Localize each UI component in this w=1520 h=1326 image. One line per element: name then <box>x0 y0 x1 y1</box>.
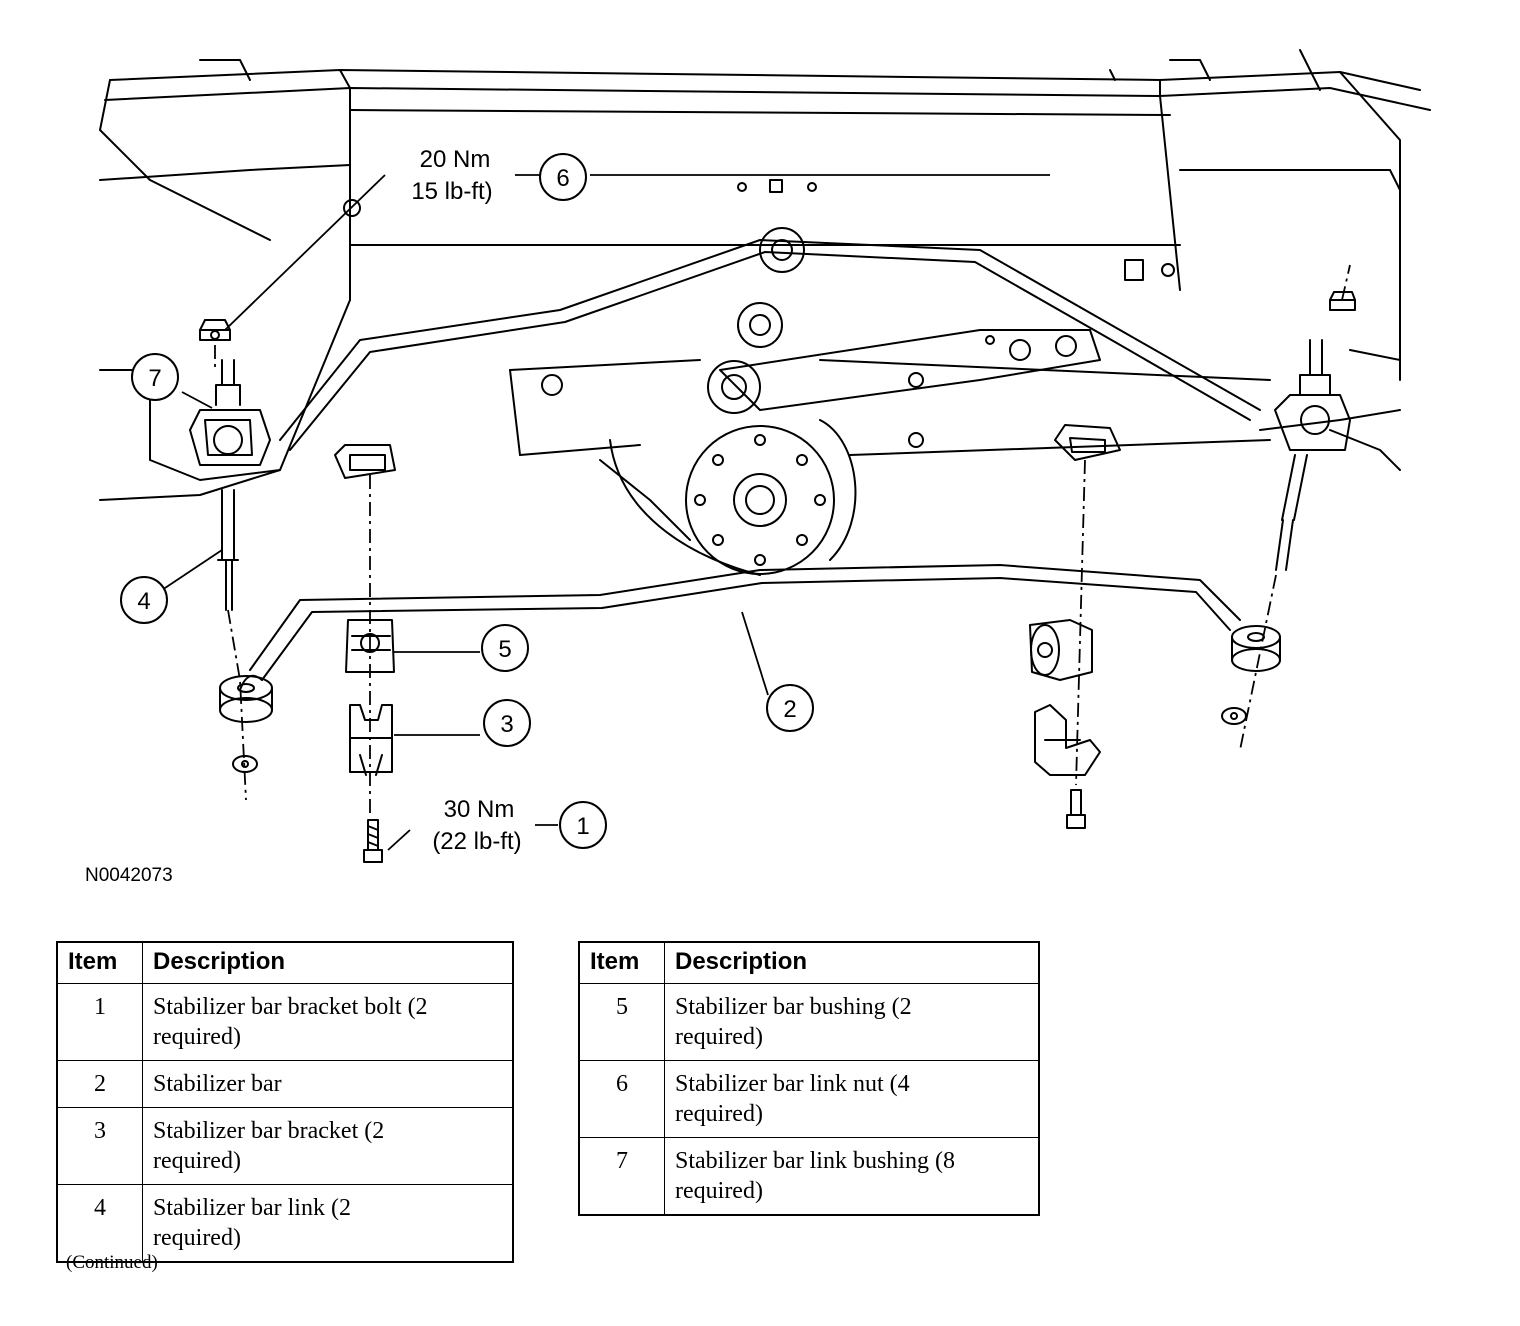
item-number: 5 <box>578 983 665 1061</box>
link-mount-right <box>1274 339 1351 451</box>
item-number: 1 <box>56 983 143 1061</box>
item-number: 3 <box>56 1107 143 1185</box>
callout-2: 2 <box>783 696 796 723</box>
header-description: Description <box>664 941 1040 984</box>
link-nut-right <box>1329 291 1356 311</box>
legend-row: 7 Stabilizer bar link bushing (8 required… <box>578 1137 1040 1216</box>
description-line: required) <box>153 1024 241 1050</box>
legend-table-left: Item Description 1 Stabilizer bar bracke… <box>56 941 514 1263</box>
callout-5-circle <box>481 624 529 672</box>
stabilizer-link-right <box>1275 454 1308 571</box>
stabilizer-bar-exploded-diagram: 1 2 3 4 5 6 7 20 Nm 15 lb-ft) 30 Nm (22 … <box>85 49 1431 886</box>
frame-crossmember <box>99 49 1431 381</box>
callout-6: 6 <box>556 165 569 192</box>
torque-lower-nm: 30 Nm <box>444 796 515 823</box>
callout-1: 1 <box>576 813 589 840</box>
legend-row: 6 Stabilizer bar link nut (4 required) <box>578 1060 1040 1138</box>
description-line: required) <box>153 1148 241 1174</box>
bracket-bolt-left <box>363 819 383 863</box>
callout-7: 7 <box>148 365 161 392</box>
header-item: Item <box>578 941 665 984</box>
description-line: Stabilizer bar link nut (4 <box>675 1071 910 1097</box>
bracket-bolt-right <box>1066 789 1086 829</box>
stabilizer-link-left <box>217 489 239 611</box>
continued-note: (Continued) <box>66 1252 158 1273</box>
torque-lower-lbft: (22 lb-ft) <box>432 828 521 855</box>
callout-7-circle <box>131 353 179 401</box>
link-nut-left <box>199 319 231 341</box>
description-line: Stabilizer bar bracket (2 <box>153 1118 385 1144</box>
bar-end-bushing-right <box>1221 625 1281 725</box>
header-item: Item <box>56 941 143 984</box>
torque-upper-nm: 20 Nm <box>420 146 491 173</box>
bar-bracket-right <box>1034 704 1101 776</box>
legend-row: 5 Stabilizer bar bushing (2 required) <box>578 983 1040 1061</box>
brake-lines-and-arm <box>279 227 1261 451</box>
item-description: Stabilizer bar link nut (4 required) <box>664 1060 1040 1138</box>
link-mount-left <box>189 359 271 466</box>
description-line: Stabilizer bar bushing (2 <box>675 994 912 1020</box>
description-line: required) <box>675 1101 763 1127</box>
rear-axle-housing <box>509 359 1271 576</box>
item-number: 7 <box>578 1137 665 1216</box>
item-number: 4 <box>56 1184 143 1263</box>
item-number: 2 <box>56 1060 143 1108</box>
legend-row: 1 Stabilizer bar bracket bolt (2 required… <box>56 983 514 1061</box>
description-line: required) <box>675 1024 763 1050</box>
item-description: Stabilizer bar bracket bolt (2 required) <box>142 983 514 1061</box>
callout-1-circle <box>559 801 607 849</box>
item-description: Stabilizer bar bushing (2 required) <box>664 983 1040 1061</box>
bar-bushing-right <box>1029 619 1093 681</box>
description-line: required) <box>153 1225 241 1251</box>
description-line: required) <box>675 1178 763 1204</box>
legend-header-row: Item Description <box>578 941 1040 984</box>
description-line: Stabilizer bar <box>153 1071 282 1097</box>
legend-table-right: Item Description 5 Stabilizer bar bushin… <box>578 941 1040 1216</box>
callout-3: 3 <box>500 711 513 738</box>
frame-bracket-left <box>334 444 396 479</box>
callout-3-circle <box>483 699 531 747</box>
callout-4-circle <box>120 576 168 624</box>
item-description: Stabilizer bar link bushing (8 required) <box>664 1137 1040 1216</box>
legend-row: 2 Stabilizer bar <box>56 1060 514 1108</box>
legend-row: 4 Stabilizer bar link (2 required) <box>56 1184 514 1263</box>
legend-row: 3 Stabilizer bar bracket (2 required) <box>56 1107 514 1185</box>
header-description: Description <box>142 941 514 984</box>
callout-6-circle <box>539 153 587 201</box>
legend-header-row: Item Description <box>56 941 514 984</box>
frame-bracket-right <box>1054 424 1121 461</box>
callout-5: 5 <box>498 636 511 663</box>
item-description: Stabilizer bar <box>142 1060 514 1108</box>
figure-id: N0042073 <box>85 865 173 886</box>
bar-end-bushing-left <box>219 675 273 773</box>
callout-2-circle <box>766 684 814 732</box>
item-number: 6 <box>578 1060 665 1138</box>
torque-upper-lbft: 15 lb-ft) <box>411 178 492 205</box>
callout-4: 4 <box>137 588 150 615</box>
description-line: Stabilizer bar bracket bolt (2 <box>153 994 428 1020</box>
item-description: Stabilizer bar bracket (2 required) <box>142 1107 514 1185</box>
bar-bracket-left <box>349 704 393 776</box>
item-description: Stabilizer bar link (2 required) <box>142 1184 514 1263</box>
description-line: Stabilizer bar link bushing (8 <box>675 1148 955 1174</box>
bar-bushing-left <box>345 619 395 673</box>
description-line: Stabilizer bar link (2 <box>153 1195 351 1221</box>
